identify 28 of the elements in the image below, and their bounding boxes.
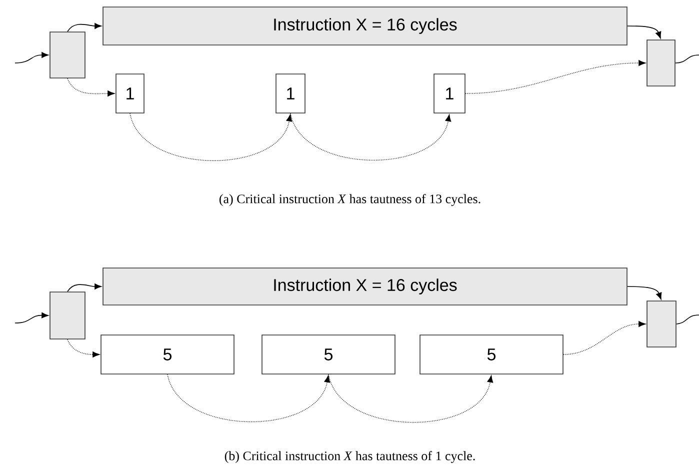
arrow [328, 374, 494, 423]
arrow [290, 113, 452, 160]
caption: (b) Critical instruction X has tautness of 1 cycle. [224, 451, 475, 463]
instruction-bar: Instruction X = 16 cycles [102, 268, 628, 306]
arrow [14, 52, 48, 64]
arrow [627, 286, 662, 300]
cycle-box: 5 [100, 334, 234, 374]
arrow [67, 339, 100, 358]
arrow [67, 284, 102, 292]
cycle-box: 5 [262, 334, 396, 374]
cycle-box: 1 [276, 74, 306, 114]
stage-box [646, 40, 676, 86]
arrow [465, 60, 646, 94]
cycle-box: 1 [434, 74, 466, 114]
arrow [130, 113, 292, 161]
arrow [14, 312, 48, 324]
cycle-box: 1 [116, 74, 144, 114]
arrow [563, 321, 646, 355]
stage-box [50, 292, 86, 340]
stage-box [646, 300, 676, 348]
arrow [67, 23, 102, 32]
instruction-bar: Instruction X = 16 cycles [102, 6, 628, 46]
arrow [627, 26, 662, 39]
arrow [167, 374, 330, 422]
stage-box [50, 32, 86, 78]
arrow [67, 78, 115, 96]
caption: (a) Critical instruction X has tautness of 13 cycles. [220, 194, 480, 206]
cycle-box: 5 [420, 334, 564, 374]
